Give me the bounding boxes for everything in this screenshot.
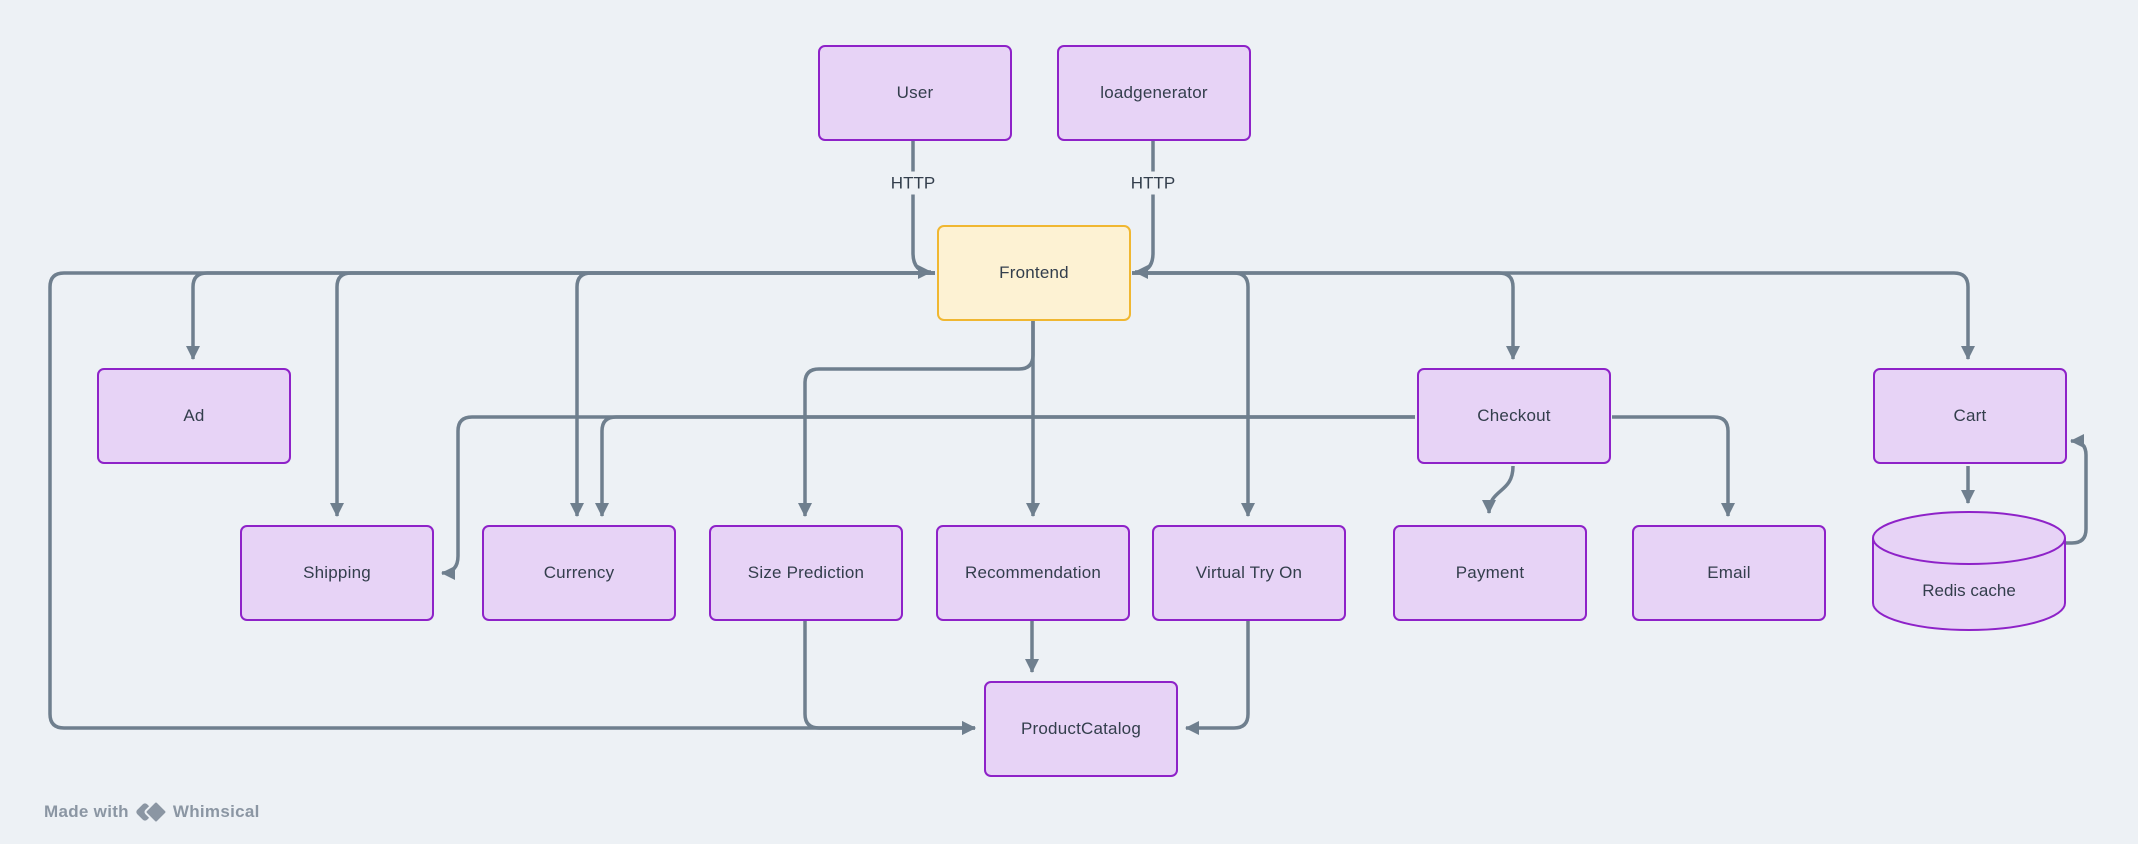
node-recommendation-label: Recommendation <box>964 563 1102 582</box>
edge-redis-cart <box>2066 434 2088 545</box>
whimsical-watermark[interactable]: Made with Whimsical <box>44 799 260 825</box>
node-loadgenerator[interactable]: loadgenerator <box>1057 45 1251 141</box>
edge-sizeprediction-productcatalog <box>803 621 976 735</box>
node-ad-label: Ad <box>183 406 205 425</box>
node-ad[interactable]: Ad <box>97 368 291 464</box>
edge-frontend-currency <box>570 271 935 517</box>
node-checkout[interactable]: Checkout <box>1417 368 1611 464</box>
edge-frontend-sizeprediction <box>798 321 1035 517</box>
node-cart-label: Cart <box>1953 406 1987 425</box>
node-currency[interactable]: Currency <box>482 525 676 621</box>
watermark-brand-text: Whimsical <box>172 802 260 821</box>
edge-checkout-email <box>1612 415 1735 517</box>
edge-loadgenerator-frontend <box>1134 141 1155 279</box>
node-size-prediction-label: Size Prediction <box>747 563 865 582</box>
node-virtual-try-on-label: Virtual Try On <box>1195 563 1303 582</box>
node-shipping[interactable]: Shipping <box>240 525 434 621</box>
edge-user-frontend <box>911 141 932 279</box>
node-cart[interactable]: Cart <box>1873 368 2067 464</box>
edge-frontend-shipping <box>330 271 935 517</box>
node-currency-label: Currency <box>543 563 615 582</box>
node-product-catalog-label: ProductCatalog <box>1021 719 1141 738</box>
node-user-label: User <box>896 83 934 102</box>
node-size-prediction[interactable]: Size Prediction <box>709 525 903 621</box>
node-frontend[interactable]: Frontend <box>937 225 1131 321</box>
edge-frontend-checkout <box>1132 271 1520 360</box>
node-email-label: Email <box>1707 563 1751 582</box>
node-user[interactable]: User <box>818 45 1012 141</box>
edge-checkout-currency <box>595 415 1415 517</box>
node-email[interactable]: Email <box>1632 525 1826 621</box>
whimsical-logo-icon <box>134 799 169 825</box>
edge-frontend-cart <box>1132 271 1975 360</box>
edge-frontend-productcatalog <box>48 271 976 735</box>
node-redis-cache-label: Redis cache <box>1922 581 2016 600</box>
node-frontend-label: Frontend <box>999 263 1069 282</box>
edge-virtualtryon-productcatalog <box>1185 621 1250 735</box>
edge-frontend-virtualtryon <box>1132 271 1255 517</box>
edge-label-http-user: HTTP <box>885 171 941 195</box>
edge-frontend-ad <box>186 271 935 360</box>
node-recommendation[interactable]: Recommendation <box>936 525 1130 621</box>
node-virtual-try-on[interactable]: Virtual Try On <box>1152 525 1346 621</box>
node-shipping-label: Shipping <box>303 563 371 582</box>
node-payment[interactable]: Payment <box>1393 525 1587 621</box>
node-loadgenerator-label: loadgenerator <box>1100 83 1208 102</box>
edge-checkout-payment <box>1482 465 1515 514</box>
node-product-catalog[interactable]: ProductCatalog <box>984 681 1178 777</box>
node-checkout-label: Checkout <box>1477 406 1551 425</box>
node-redis-cache-shape[interactable] <box>1872 511 2066 631</box>
node-payment-label: Payment <box>1455 563 1525 582</box>
watermark-made-with-text: Made with <box>44 802 129 821</box>
edge-label-http-loadgenerator: HTTP <box>1125 171 1181 195</box>
